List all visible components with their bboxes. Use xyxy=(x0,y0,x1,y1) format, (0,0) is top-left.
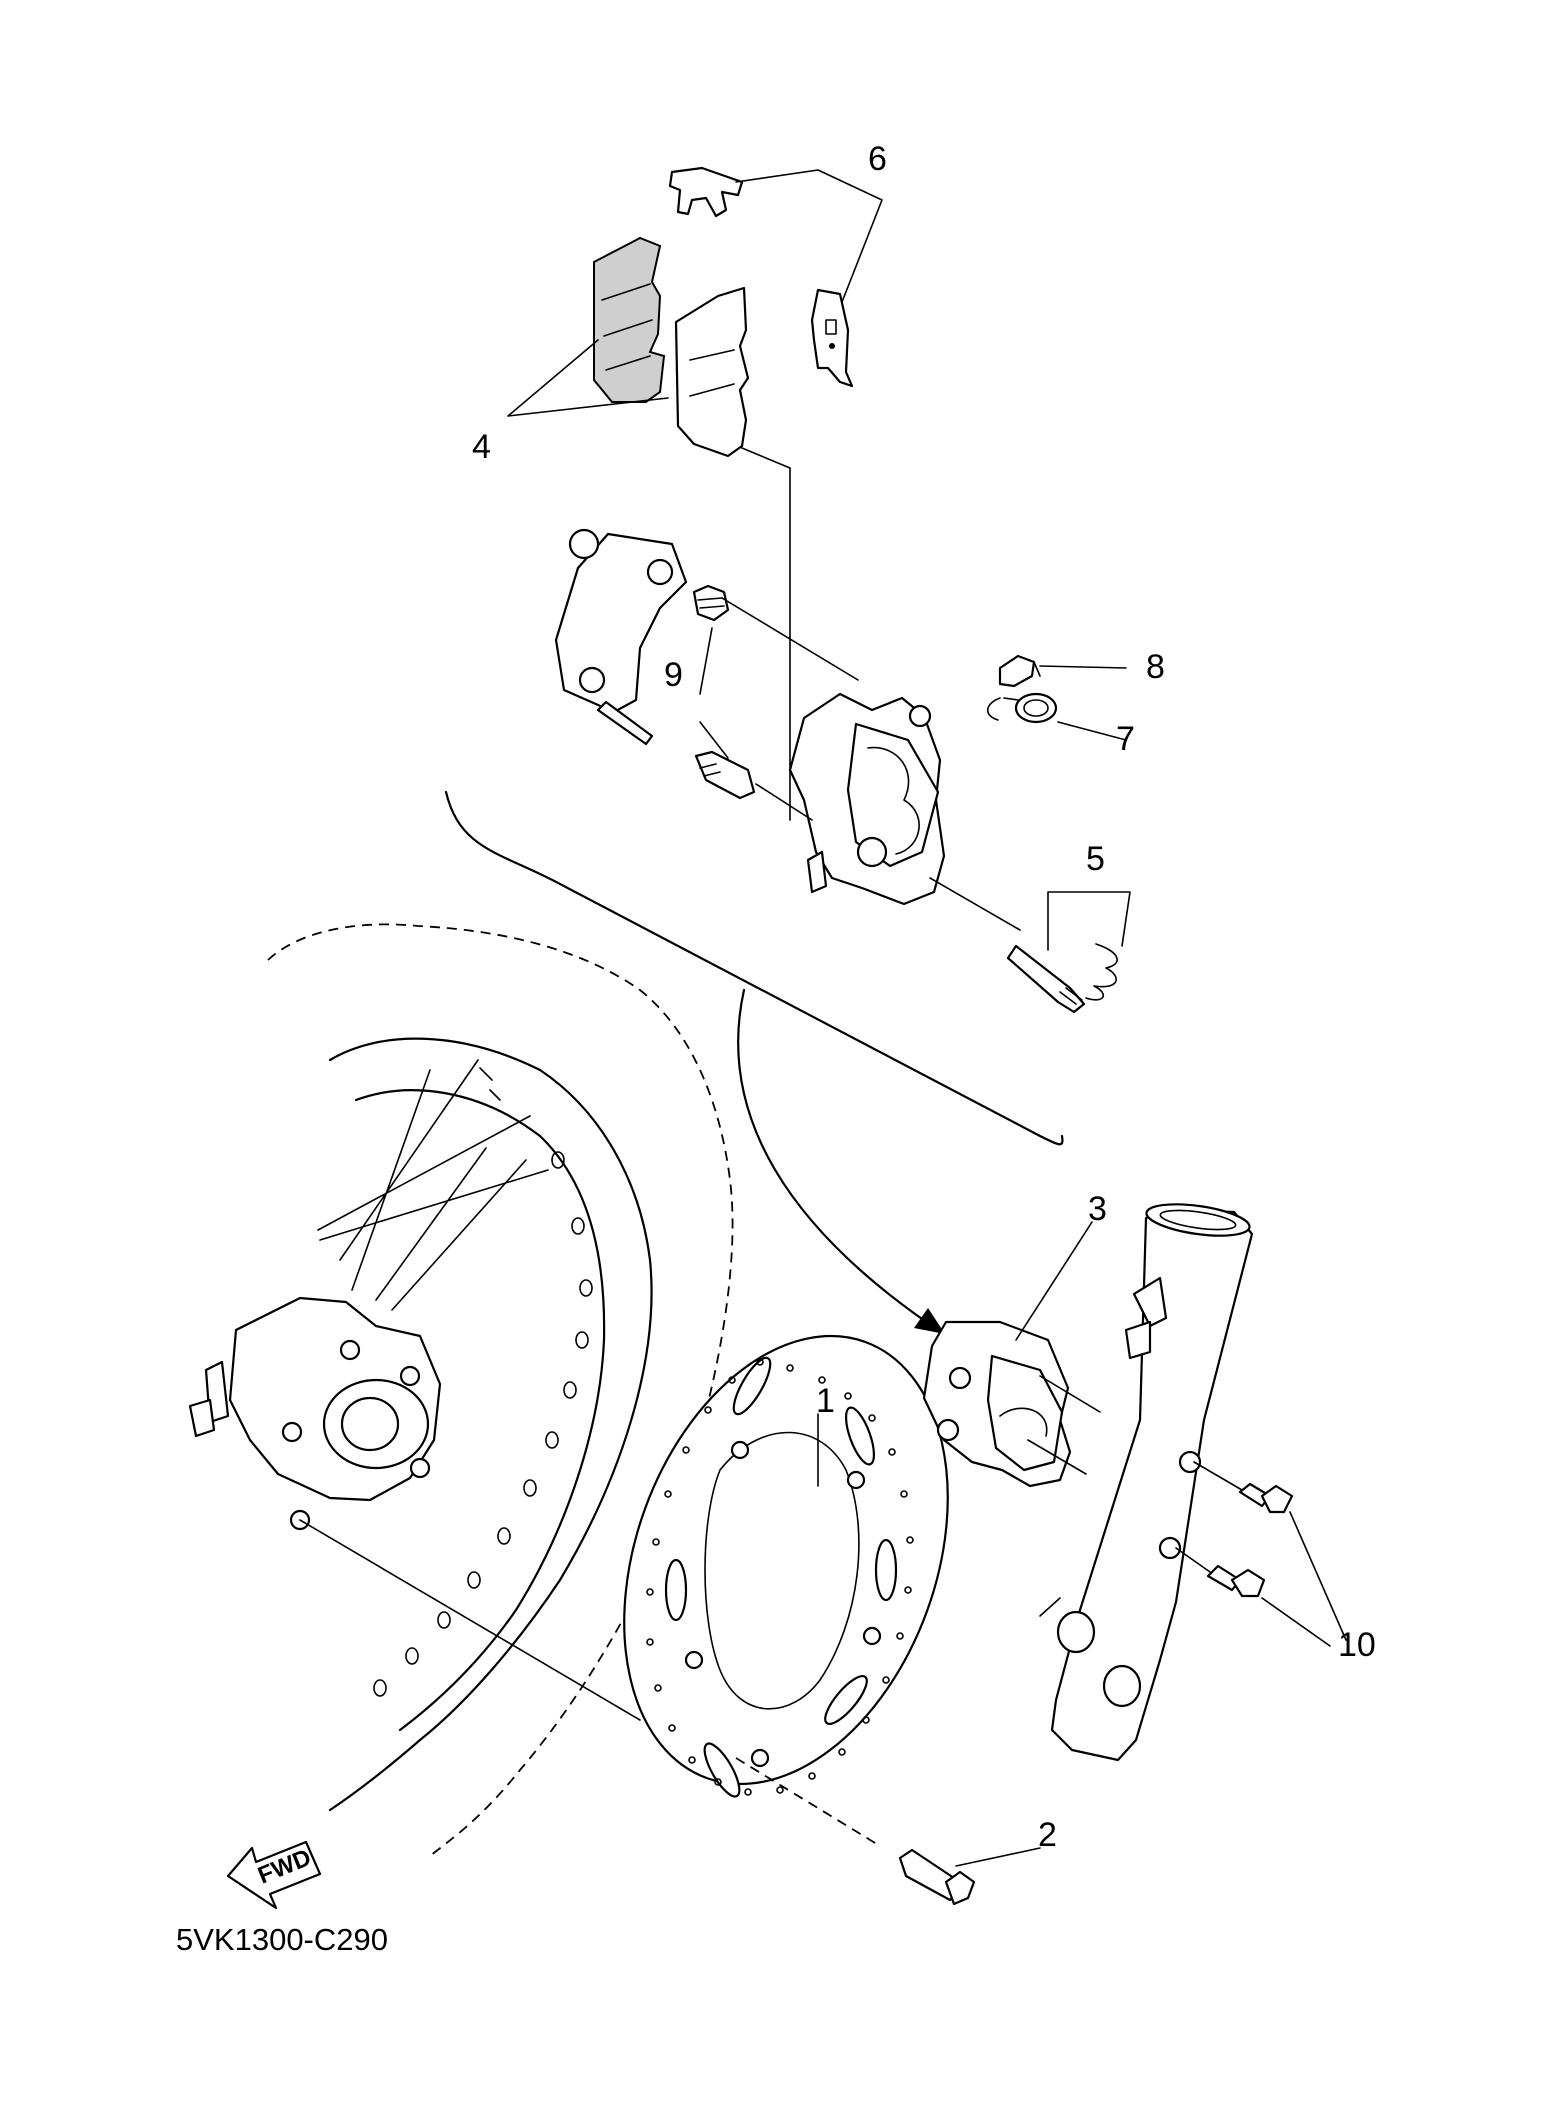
spokes xyxy=(317,1059,549,1311)
leader-4 xyxy=(507,339,669,417)
callout-1: 1 xyxy=(816,1382,835,1420)
guide-line-hub-disc xyxy=(299,1519,641,1721)
callout-7: 7 xyxy=(1116,720,1135,758)
guide-line-retainer xyxy=(929,877,1021,931)
brake-pad-front xyxy=(593,236,666,403)
pad-pin xyxy=(1006,944,1086,1014)
leader-5 xyxy=(1047,891,1131,951)
caliper-assembled xyxy=(922,1320,1072,1488)
caliper-bracket xyxy=(554,528,688,746)
leader-8 xyxy=(1039,665,1127,669)
caliper-bolt-lower xyxy=(1206,1564,1266,1598)
pin-boot xyxy=(692,584,730,622)
leader-6 xyxy=(735,169,883,303)
callout-5: 5 xyxy=(1086,840,1105,878)
diagram-code: 5VK1300-C290 xyxy=(176,1922,388,1957)
front-tire xyxy=(267,923,734,1857)
leader-7 xyxy=(1057,721,1127,741)
bleed-cap xyxy=(986,692,1058,724)
front-fork-leg xyxy=(1039,1203,1254,1762)
leader-9 xyxy=(699,627,729,759)
leader-2 xyxy=(955,1847,1041,1867)
wheel-hub xyxy=(188,1296,442,1531)
callout-4: 4 xyxy=(472,428,491,466)
guide-line-pad xyxy=(741,447,791,821)
slide-pin xyxy=(694,750,756,800)
guide-line-bolts xyxy=(1175,1461,1243,1573)
rim-holes xyxy=(373,1151,593,1697)
callout-8: 8 xyxy=(1146,648,1165,686)
assembly-arrow-head xyxy=(914,1308,945,1334)
guide-line-pin xyxy=(721,597,859,821)
pad-clip-lower xyxy=(810,288,854,388)
pad-clip-upper xyxy=(668,166,744,218)
assembly-arrow xyxy=(737,988,940,1332)
guide-line-caliper-fork xyxy=(1027,1375,1101,1475)
fwd-direction-badge: FWD xyxy=(226,1840,322,1910)
brake-pad-rear xyxy=(674,286,750,458)
guide-line-disc-bolt xyxy=(735,1757,881,1847)
caliper-body-exploded xyxy=(788,692,946,906)
callout-10: 10 xyxy=(1338,1626,1376,1664)
caliper-bolt-upper xyxy=(1238,1482,1294,1514)
bleed-screw xyxy=(998,654,1041,688)
leader-10 xyxy=(1261,1511,1347,1647)
leader-3 xyxy=(1015,1221,1093,1341)
callout-9: 9 xyxy=(664,656,683,694)
disc-bolt xyxy=(898,1848,976,1906)
callout-2: 2 xyxy=(1038,1816,1057,1854)
callout-3: 3 xyxy=(1088,1190,1107,1228)
group-bracket-line xyxy=(444,790,1064,1146)
brake-disc xyxy=(623,1334,949,1798)
pin-clip xyxy=(1085,943,1118,1001)
callout-6: 6 xyxy=(868,140,887,178)
